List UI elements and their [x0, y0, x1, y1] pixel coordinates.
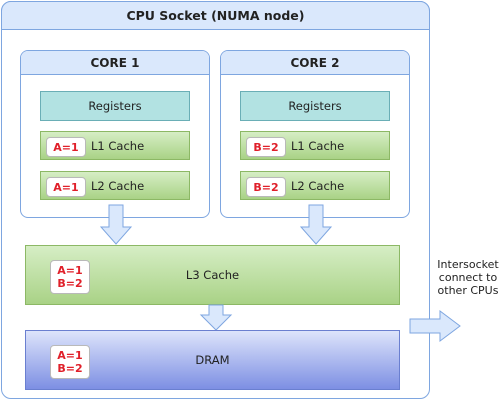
core-2-l1-value-tag: B=2 — [246, 137, 286, 157]
intersocket-arrow — [409, 310, 461, 342]
dram-value-tags: A=1 B=2 — [50, 345, 90, 379]
core-1-title: CORE 1 — [21, 51, 209, 75]
core-2-registers: Registers — [240, 91, 390, 121]
core-1-l2-cache: A=1 L2 Cache — [40, 171, 190, 200]
intersocket-line-2: connect to — [438, 271, 498, 284]
core-2: CORE 2 Registers B=2 L1 Cache B=2 L2 Cac… — [220, 50, 410, 218]
core-1-l1-cache: A=1 L1 Cache — [40, 131, 190, 160]
core-2-l2-label: L2 Cache — [291, 178, 345, 193]
core-2-l2-cache: B=2 L2 Cache — [240, 171, 390, 200]
core-1-l2-label: L2 Cache — [91, 178, 145, 193]
core-2-l1-label: L1 Cache — [291, 138, 345, 153]
dram-label: DRAM — [195, 353, 230, 367]
core-1-to-l3-arrow — [99, 204, 133, 245]
core-2-l1-cache: B=2 L1 Cache — [240, 131, 390, 160]
l3-label: L3 Cache — [185, 268, 240, 282]
cpu-socket-title: CPU Socket (NUMA node) — [126, 8, 305, 23]
l3-value-tags: A=1 B=2 — [50, 260, 90, 294]
intersocket-line-1: Intersocket — [437, 258, 499, 271]
intersocket-line-3: other CPUs — [437, 284, 499, 297]
intersocket-note: Intersocket connect to other CPUs — [434, 258, 501, 297]
core-1-l2-value-tag: A=1 — [46, 177, 86, 197]
core-1-registers: Registers — [40, 91, 190, 121]
l3-tag-b: B=2 — [57, 277, 83, 290]
core-1: CORE 1 Registers A=1 L1 Cache A=1 L2 Cac… — [20, 50, 210, 218]
l3-cache: A=1 B=2 L3 Cache — [25, 245, 400, 305]
core-1-l1-value-tag: A=1 — [46, 137, 86, 157]
dram-tag-b: B=2 — [57, 362, 83, 375]
core-1-l1-label: L1 Cache — [91, 138, 145, 153]
core-2-to-l3-arrow — [299, 204, 333, 245]
core-2-l2-value-tag: B=2 — [246, 177, 286, 197]
cpu-socket-header — [1, 1, 430, 30]
dram-tag-a: A=1 — [57, 349, 83, 362]
dram: A=1 B=2 DRAM — [25, 330, 400, 390]
l3-tag-a: A=1 — [57, 264, 83, 277]
l3-to-dram-arrow — [199, 304, 233, 331]
core-2-title: CORE 2 — [221, 51, 409, 75]
